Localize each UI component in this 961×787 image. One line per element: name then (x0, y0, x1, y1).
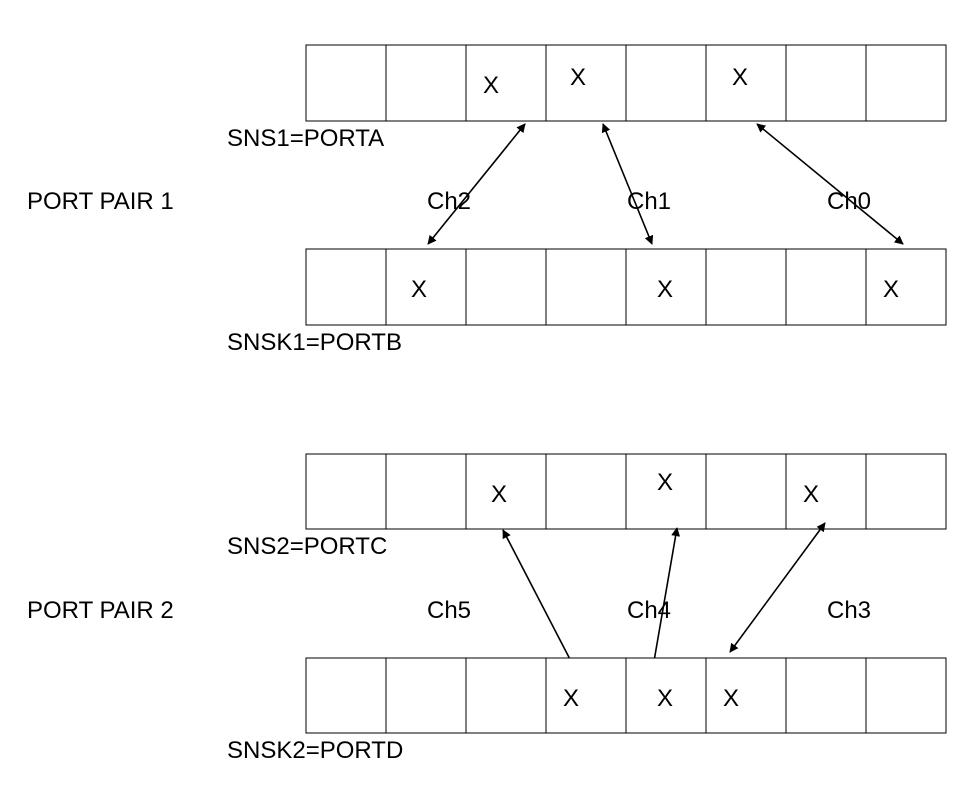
bottom-register-label: SNSK1=PORTB (227, 329, 402, 356)
channel-arrow (427, 123, 526, 245)
channel-arrow (649, 527, 681, 668)
channel-label: Ch5 (427, 597, 471, 624)
cell-mark: X (570, 64, 586, 91)
cell-mark: X (732, 64, 748, 91)
cell-mark: X (803, 481, 819, 508)
channel-arrow (729, 522, 826, 653)
channel-label: Ch3 (827, 597, 871, 624)
cell-mark: X (723, 685, 739, 712)
port-pair-label: PORT PAIR 1 (27, 188, 174, 215)
port-pair-label: PORT PAIR 2 (27, 597, 174, 624)
port-pair-1: PORT PAIR 1 X X X SNS1=PORTA Ch2 Ch1 Ch0 X… (27, 44, 947, 356)
channel-arrow (756, 123, 904, 245)
cell-mark: X (883, 276, 899, 303)
cell-mark: X (411, 276, 427, 303)
cell-mark: X (483, 72, 499, 99)
channel-label: Ch2 (427, 188, 471, 215)
channel-arrow (601, 123, 654, 245)
channel-arrow (502, 529, 575, 668)
top-register-label: SNS2=PORTC (227, 533, 387, 560)
cell-mark: X (563, 685, 579, 712)
top-register-label: SNS1=PORTA (227, 125, 384, 152)
cell-mark: X (657, 276, 673, 303)
channel-label: Ch0 (827, 188, 871, 215)
cell-mark: X (657, 469, 673, 496)
cell-mark: X (491, 481, 507, 508)
channel-label: Ch1 (627, 188, 671, 215)
bottom-register-label: SNSK2=PORTD (227, 737, 403, 764)
cell-mark: X (657, 685, 673, 712)
